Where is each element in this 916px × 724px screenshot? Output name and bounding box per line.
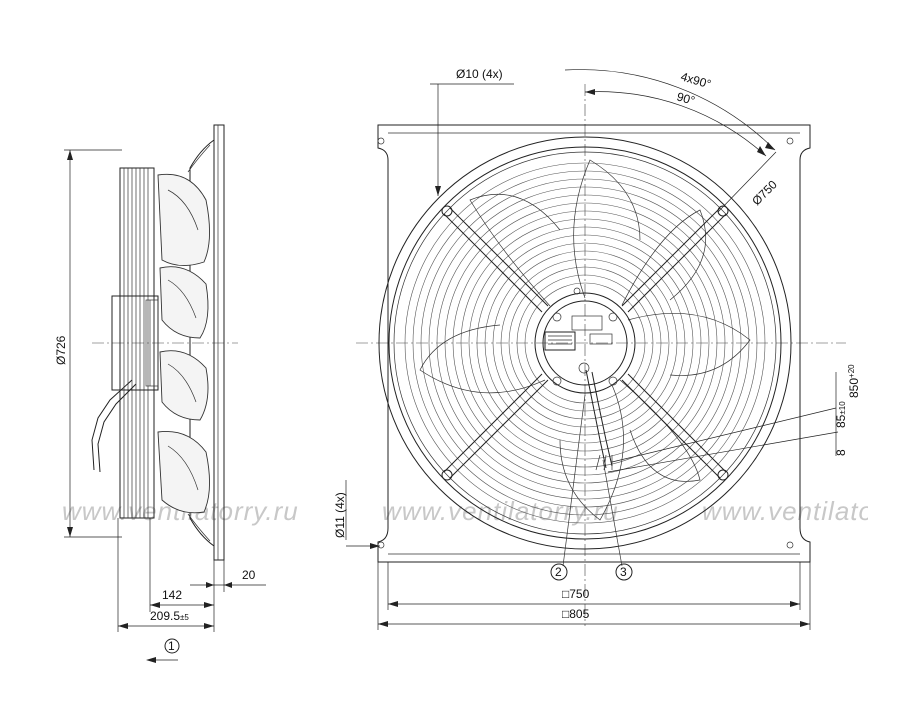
front-view: Ø10 (4x) 4x90° 90° Ø750 850+20 85±10 8 Ø… [333,67,861,630]
dim-cable-length: 850+20 [847,364,861,398]
side-inlet-ring [189,139,215,547]
front-cable [585,369,607,469]
dim-diameter-ring: Ø750 [749,177,780,208]
dim-angle-inner: 90° [675,89,696,108]
side-cable [91,379,133,471]
side-view: Ø726 20 142 209.5±5 1 [54,124,266,663]
strut-mount-br [717,469,729,481]
callout-1-circle [164,638,180,654]
strut-mount-tr [717,205,729,217]
dim-depth-total: 209.5±5 [150,609,189,623]
side-blade-2 [159,266,209,339]
hub-screw-3 [552,376,562,386]
dim-hole-top: Ø10 (4x) [456,67,503,81]
strut-mount-tl [441,205,453,217]
callout-2-label: 2 [555,565,562,579]
watermark-crop [868,480,916,540]
side-motor-fins [119,167,155,519]
dim-strip-end: 8 [834,449,848,456]
dim-strip-length: 85±10 [834,401,848,428]
plate-hole-br [786,541,794,549]
hub-screw-4 [608,376,618,386]
angle-arc-inner [584,91,767,157]
callout-3-label: 3 [620,565,627,579]
side-blade-1 [157,173,210,266]
dim-square-inner: □750 [562,587,590,601]
dim-hole-side: Ø11 (4x) [333,492,347,538]
side-blade-4 [157,430,210,514]
terminal-box [544,331,576,351]
hub-screw-2 [608,312,618,322]
plate-hole-bl [377,541,385,549]
hub-screw-1 [552,312,562,322]
strut-mount-bl [441,469,453,481]
front-inlet-ring-outer [378,136,792,550]
callout-1-label: 1 [168,639,175,653]
nameplate [571,315,603,331]
front-inlet-ring-inner [388,146,782,540]
side-blade-3 [159,350,209,421]
dim-angle-outer: 4x90° [679,69,713,91]
dim-square-outer: □805 [562,607,590,621]
dim-depth-body: 142 [162,588,182,602]
angle-arc-outer [564,69,776,151]
callout-2-circle [550,563,568,581]
dim-diameter-side: Ø726 [54,335,68,365]
dim-flange: 20 [242,568,256,582]
side-flange [213,124,225,561]
plate-hole-tr [786,137,794,145]
callout-3-circle [615,563,633,581]
airflow-arrow-icon [146,657,156,663]
front-guard-struts [443,207,727,479]
plate-hole-tl [377,137,385,145]
front-guard-grid [404,162,766,524]
front-motor-hub [534,292,636,394]
watermark-text-2: www.ventilatorry.ru [382,496,619,526]
front-impeller-blades [419,159,751,521]
